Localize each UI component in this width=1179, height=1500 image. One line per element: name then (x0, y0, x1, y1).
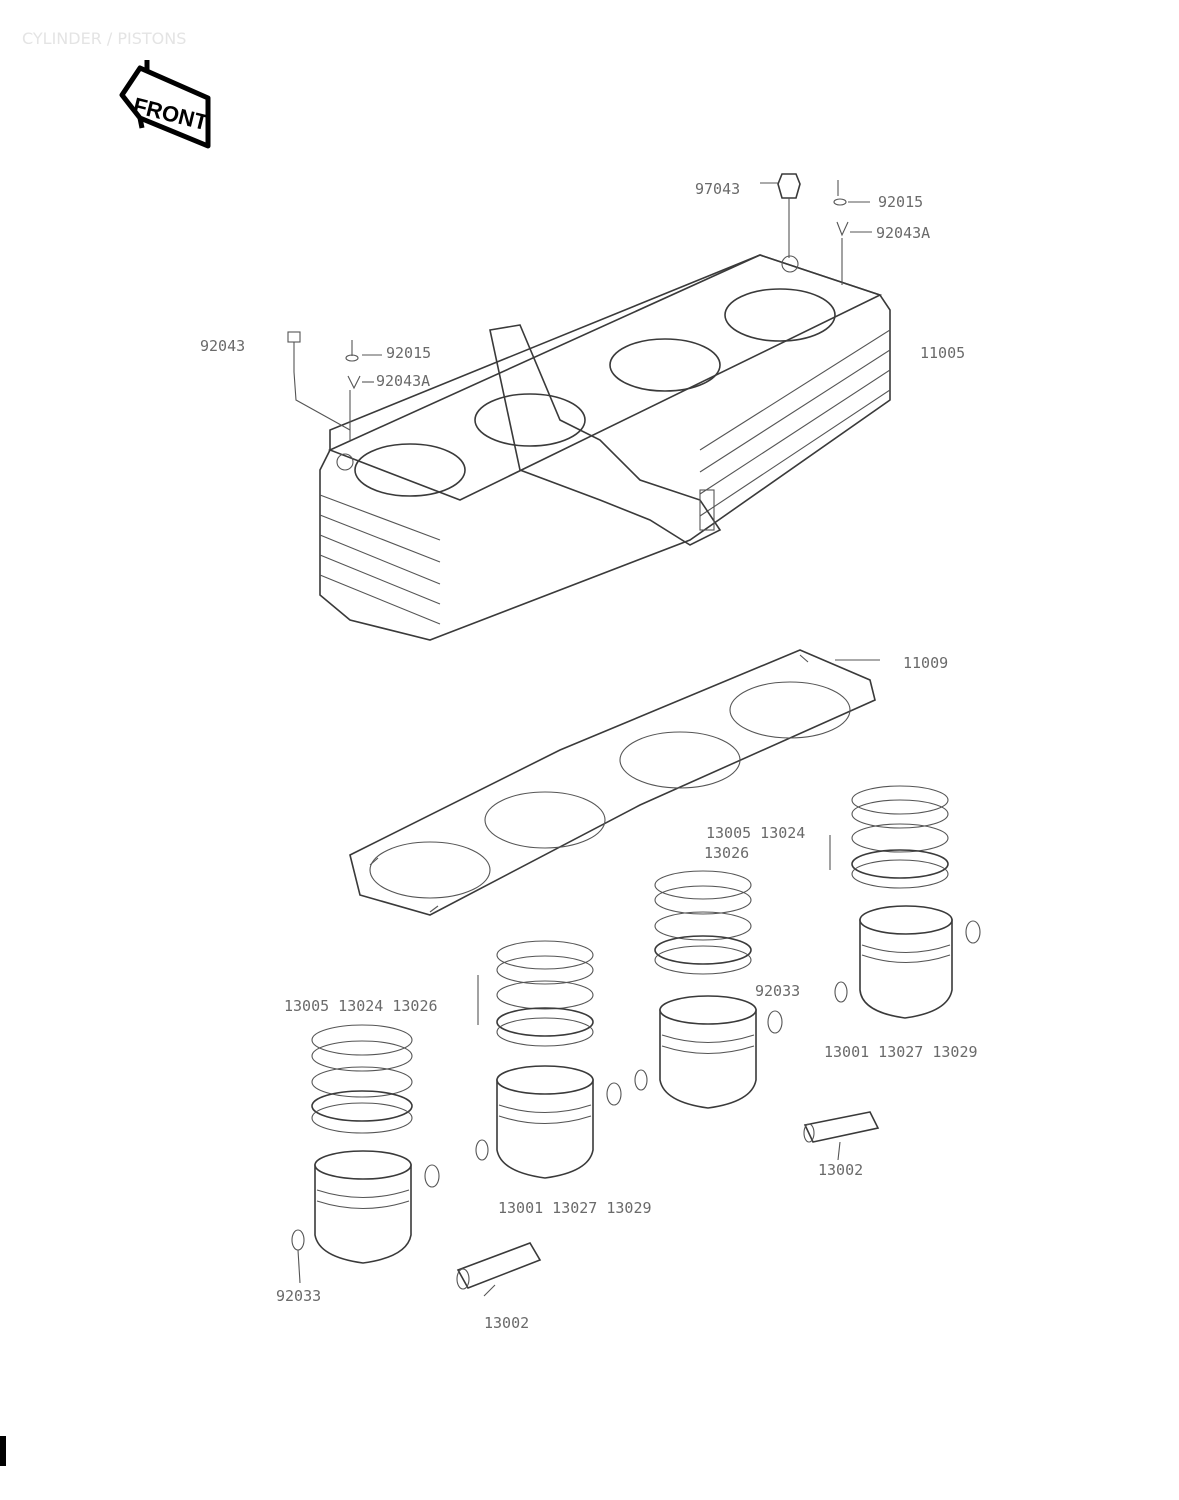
label-base-gasket: 11009 (903, 654, 948, 672)
ring-set-mid-right (654, 870, 752, 975)
label-piston-middle: 13001 13027 13029 (498, 1199, 652, 1217)
label-pin-left: 13002 (484, 1314, 529, 1332)
piston-left (291, 1150, 440, 1264)
upper-right-fasteners (760, 173, 872, 285)
label-dowel-top-right: 92043A (876, 224, 930, 242)
label-circlip-right: 92033 (755, 982, 800, 1000)
piston-pin-right (803, 1111, 880, 1143)
piston-mid-right (634, 995, 783, 1109)
ring-set-mid-left (477, 940, 594, 1047)
cylinder-block (319, 254, 891, 641)
label-bolt-top-left: 92043 (200, 337, 245, 355)
ring-set-right (829, 785, 949, 889)
upper-left-fasteners (287, 331, 382, 440)
faint-header-title: CYLINDER / PISTONS (22, 29, 186, 48)
piston-right (834, 905, 981, 1019)
label-cylinder-block: 11005 (920, 344, 965, 362)
page-edge-mark (0, 1436, 6, 1466)
piston-pin-left (456, 1242, 542, 1290)
label-piston-right: 13001 13027 13029 (824, 1043, 978, 1061)
label-washer-top-right: 92015 (878, 193, 923, 211)
label-ring-set-top-right: 13005 13024 (706, 824, 805, 842)
label-ring-set-top-right-b: 13026 (704, 844, 749, 862)
piston-mid-left (475, 1065, 622, 1179)
front-arrow-badge: FRONT (119, 60, 211, 149)
label-ring-set-left: 13005 13024 13026 (284, 997, 438, 1015)
label-pin-right: 13002 (818, 1161, 863, 1179)
leader-lines (297, 1141, 841, 1297)
label-circlip-left: 92033 (276, 1287, 321, 1305)
ring-set-left (311, 1024, 413, 1134)
label-dowel-top-left: 92043A (376, 372, 430, 390)
base-gasket (349, 649, 880, 916)
label-washer-top-left: 92015 (386, 344, 431, 362)
label-bolt-top-right: 97043 (695, 180, 740, 198)
